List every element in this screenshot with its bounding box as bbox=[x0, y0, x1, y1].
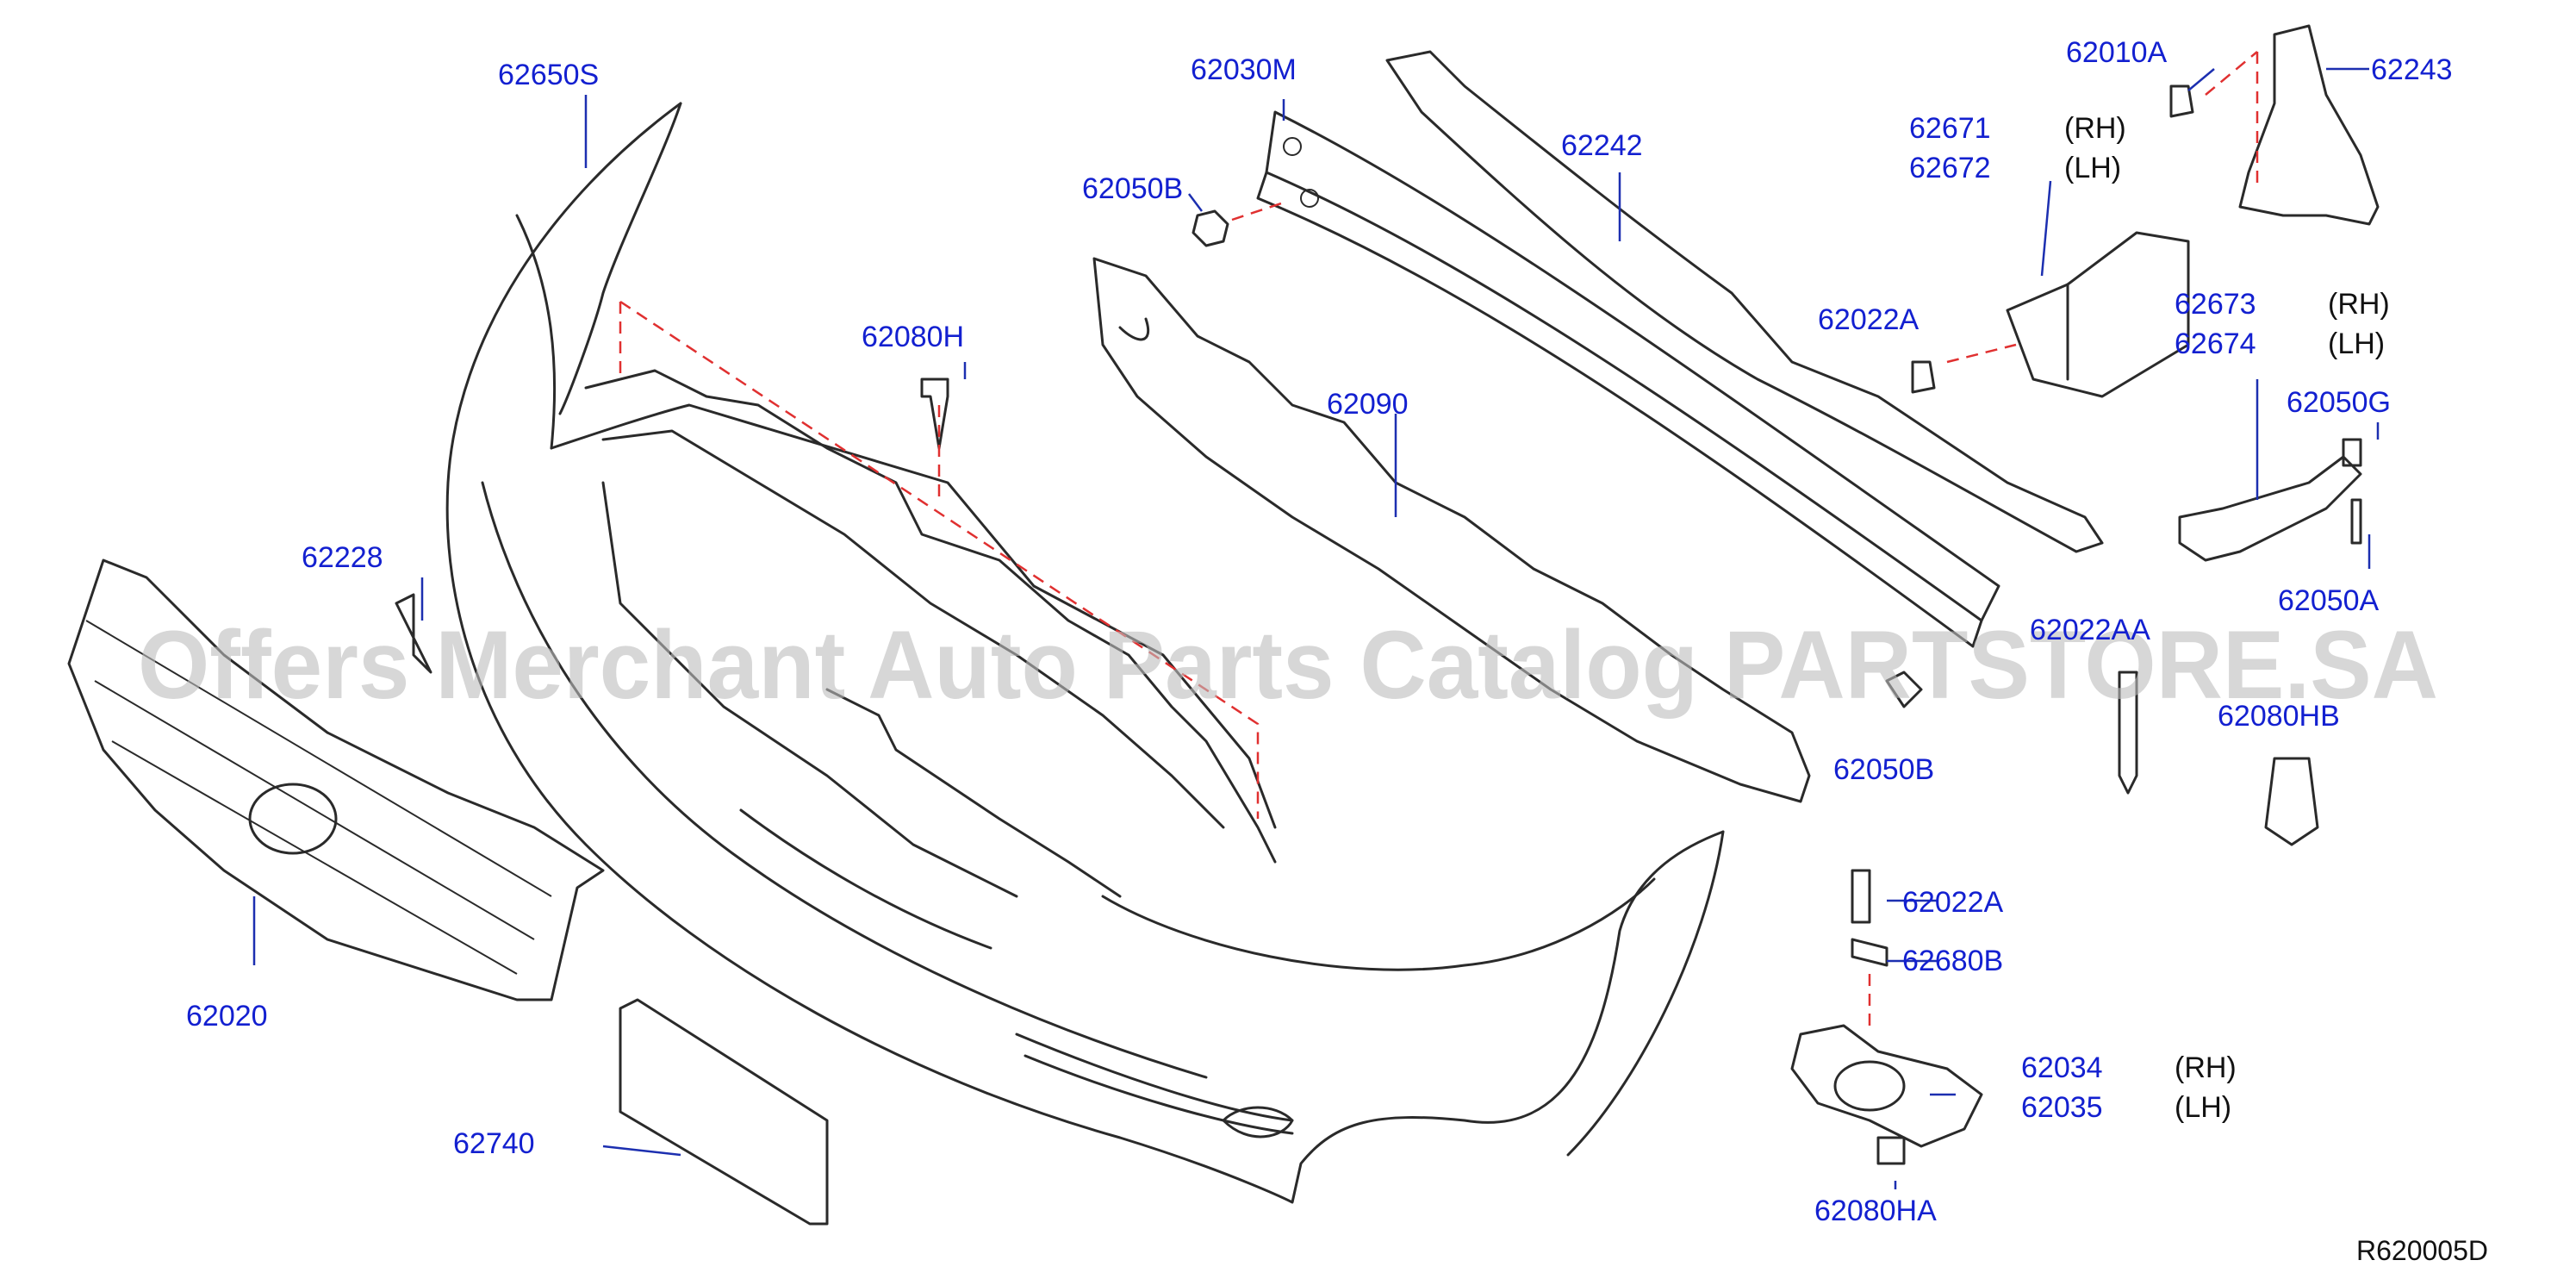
callout-code: 62672 bbox=[1909, 152, 1991, 184]
callout-labels: 62650S 62030M 62010A 62243 62242 62671 (… bbox=[186, 36, 2453, 1227]
callout-code: 62022A bbox=[1818, 303, 1920, 336]
callout-side: (RH) bbox=[2175, 1051, 2237, 1084]
callout-side: (LH) bbox=[2175, 1091, 2231, 1124]
license-plate-bracket-drawing bbox=[619, 998, 829, 1226]
callout-code: 62010A bbox=[2066, 36, 2168, 69]
leader-lines bbox=[252, 67, 2380, 1189]
callout-code: 62080HB bbox=[2218, 700, 2340, 733]
callout-code: 62020 bbox=[186, 1000, 268, 1033]
callout-code: 62022AA bbox=[2030, 614, 2150, 646]
callout-code: 62034 bbox=[2021, 1051, 2103, 1084]
fascia-retainer-drawing bbox=[584, 369, 1277, 898]
callout-code: 62680B bbox=[1902, 945, 2003, 977]
callout-side: (RH) bbox=[2064, 112, 2126, 145]
bracket-62671-drawing bbox=[2006, 231, 2190, 398]
callout-code: 62050G bbox=[2287, 386, 2391, 419]
callout-code: 62050A bbox=[2278, 584, 2380, 617]
callout-side: (RH) bbox=[2328, 288, 2390, 321]
bracket-62673-drawing bbox=[2178, 455, 2362, 562]
callout-code: 62673 bbox=[2175, 288, 2256, 321]
callout-code: 62080HA bbox=[1814, 1195, 1937, 1227]
callout-code: 62242 bbox=[1561, 129, 1643, 162]
foglamp-bracket-drawing bbox=[1790, 1024, 1983, 1148]
callout-code: 62050B bbox=[1082, 172, 1183, 205]
energy-absorber-drawing bbox=[1092, 257, 1811, 803]
fasteners-drawing bbox=[395, 84, 2362, 1165]
callout-code: 62650S bbox=[498, 59, 599, 91]
callout-code: 62671 bbox=[1909, 112, 1991, 145]
callout-code: 62090 bbox=[1327, 388, 1409, 421]
callout-code: 62030M bbox=[1191, 53, 1297, 86]
callout-side: (LH) bbox=[2328, 328, 2385, 360]
callout-code: 62035 bbox=[2021, 1091, 2103, 1124]
bracket-62243-drawing bbox=[2238, 24, 2380, 226]
callout-code: 62080H bbox=[862, 321, 964, 353]
bumper-fascia-drawing bbox=[445, 102, 1725, 1204]
callout-code: 62228 bbox=[302, 541, 383, 574]
callout-code: 62050B bbox=[1833, 753, 1934, 786]
callout-code: 62243 bbox=[2371, 53, 2453, 86]
beam-cover-drawing bbox=[1385, 50, 2104, 553]
grille-drawing bbox=[67, 558, 605, 1001]
reinforcement-beam-drawing bbox=[1256, 110, 2000, 648]
callout-side: (LH) bbox=[2064, 152, 2121, 184]
watermark: Offers Merchant Auto Parts Catalog PARTS… bbox=[138, 611, 2438, 719]
drawing-reference: R620005D bbox=[2356, 1235, 2488, 1266]
callout-code: 62740 bbox=[453, 1127, 535, 1160]
callout-code: 62674 bbox=[2175, 328, 2256, 360]
assembly-lines bbox=[619, 51, 2259, 1026]
callout-code: 62022A bbox=[1902, 886, 2004, 919]
